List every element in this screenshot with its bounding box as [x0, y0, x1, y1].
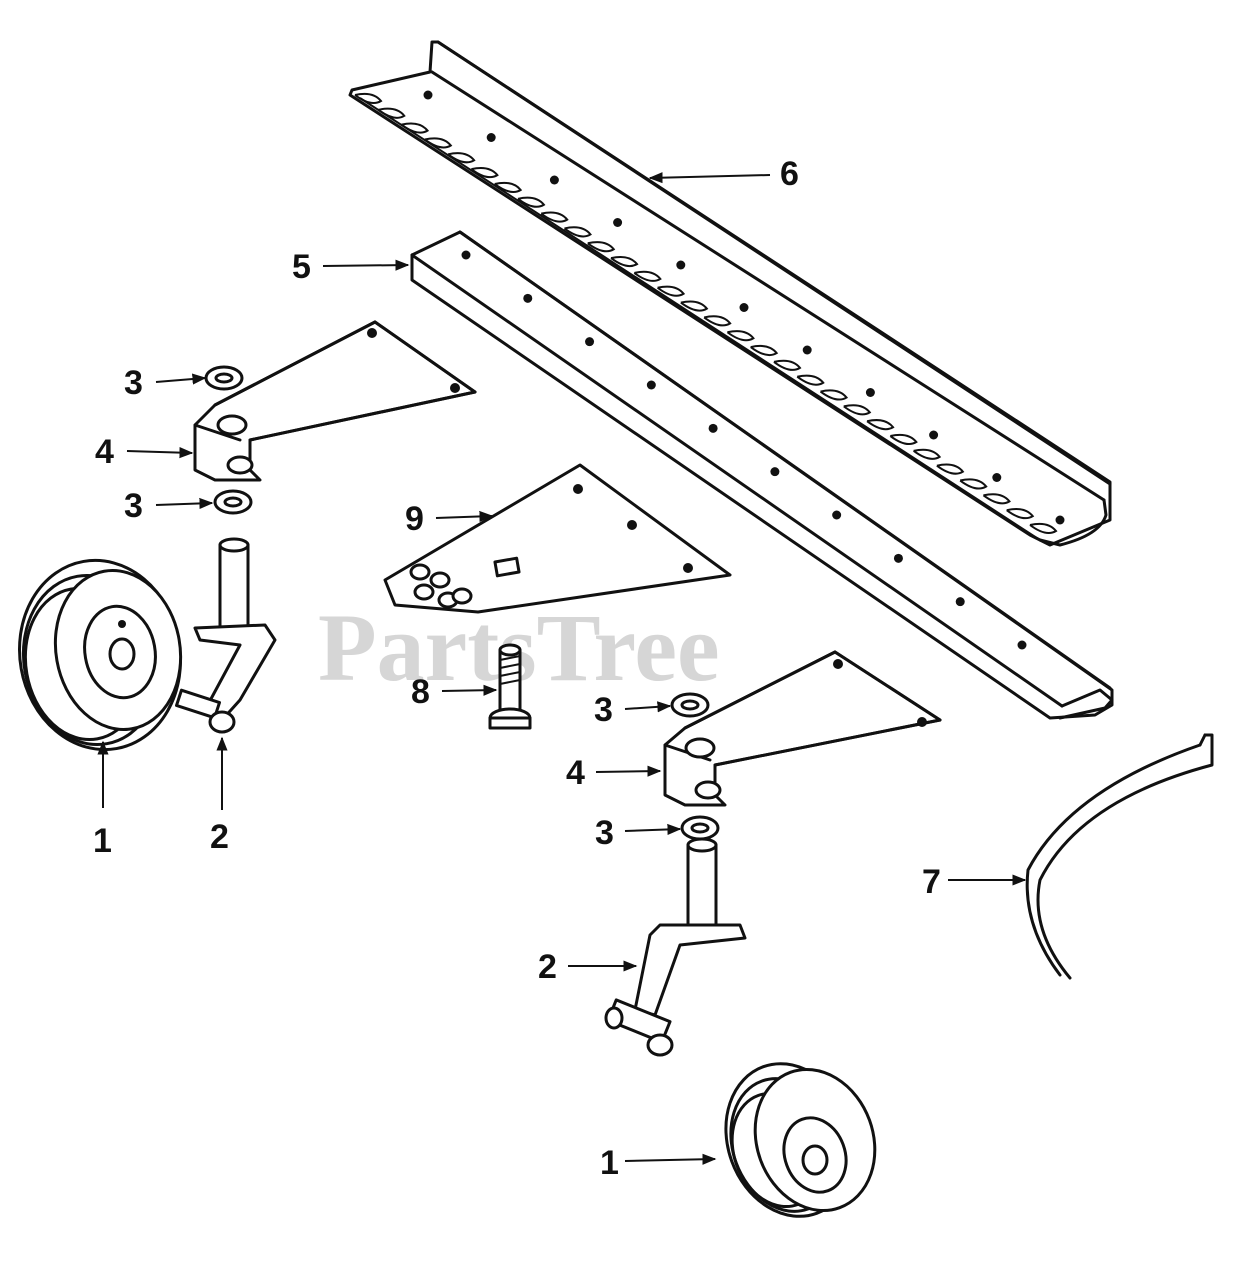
washer-part-3-c — [670, 692, 710, 718]
guard-tooth — [377, 107, 406, 119]
callout-6: 6 — [780, 155, 799, 193]
guard-tooth — [796, 374, 825, 386]
bar-hole — [865, 388, 875, 397]
guard-tooth — [540, 211, 569, 223]
bar-hole — [893, 553, 903, 563]
guard-tooth — [866, 419, 895, 431]
guard-tooth — [726, 330, 755, 342]
guard-tooth — [680, 300, 709, 312]
channel-bar-holes — [461, 250, 1027, 650]
bar-hole — [1017, 640, 1027, 650]
guard-tooth — [633, 270, 662, 282]
callout-3a: 3 — [124, 364, 143, 402]
guard-tooth — [610, 255, 639, 268]
guard-tooth — [959, 478, 988, 490]
guard-tooth — [1006, 508, 1035, 520]
callout-2a: 2 — [210, 818, 229, 856]
spring-tine-part-7 — [1025, 733, 1214, 980]
bar-hole — [802, 345, 812, 355]
bar-hole — [461, 250, 471, 260]
guard-tooth — [424, 137, 453, 149]
guard-tooth — [750, 344, 779, 357]
callout-3c: 3 — [594, 691, 613, 729]
callout-9: 9 — [405, 500, 424, 538]
bar-hole — [929, 430, 939, 440]
guard-bar-part-6 — [348, 40, 1112, 547]
bar-hole — [585, 337, 595, 347]
bar-hole — [676, 260, 686, 270]
guard-tooth — [517, 196, 546, 208]
guard-tooth — [1029, 522, 1058, 534]
callout-8: 8 — [411, 673, 430, 711]
callout-4a: 4 — [95, 433, 114, 471]
washer-part-3-a — [204, 365, 244, 391]
bar-hole — [955, 597, 965, 607]
bracket-part-4-lower — [663, 650, 942, 807]
washer-part-3-d — [680, 815, 720, 841]
guard-tooth — [819, 389, 849, 401]
bar-hole — [770, 467, 780, 477]
guard-tooth — [843, 404, 872, 416]
guard-tooth — [936, 463, 965, 475]
guard-tooth — [354, 92, 383, 104]
bar-hole — [486, 133, 496, 142]
plate-part-9 — [383, 463, 732, 614]
guard-tooth — [587, 241, 616, 253]
bar-hole — [739, 303, 749, 312]
leader-lines — [97, 172, 1027, 1165]
guard-tooth — [703, 315, 732, 327]
bar-hole — [992, 473, 1002, 482]
callout-7: 7 — [922, 863, 941, 901]
guard-tooth — [470, 167, 499, 179]
channel-bar-part-5 — [410, 230, 1114, 720]
guard-tooth — [494, 181, 523, 193]
wheel-part-1-b — [724, 1062, 877, 1218]
axle-arm-part-2-b — [604, 837, 747, 1057]
callout-4b: 4 — [566, 754, 585, 792]
bar-hole — [613, 218, 623, 227]
callout-1b: 1 — [600, 1144, 619, 1182]
bar-hole — [832, 510, 842, 520]
callout-3d: 3 — [595, 814, 614, 852]
bar-hole — [523, 293, 533, 303]
callout-5: 5 — [292, 248, 311, 286]
washer-part-3-b — [213, 489, 253, 515]
bar-hole — [646, 380, 656, 390]
guard-tooth — [563, 226, 592, 238]
callout-1a: 1 — [93, 822, 112, 860]
guard-tooth — [889, 433, 918, 446]
callout-2b: 2 — [538, 948, 557, 986]
guard-tooth — [913, 448, 942, 460]
callout-labels: 6 5 3 4 3 9 8 1 2 3 4 3 7 2 1 — [93, 155, 941, 1182]
guard-tooth — [656, 285, 686, 297]
bolt-part-8 — [488, 643, 532, 730]
guard-tooth — [400, 122, 430, 134]
guard-bar-holes — [423, 90, 1065, 525]
guard-tooth — [447, 152, 476, 164]
guard-tooth — [773, 359, 802, 371]
bar-hole — [549, 175, 559, 185]
guard-teeth — [354, 92, 1058, 534]
bar-hole — [1055, 515, 1065, 525]
callout-3b: 3 — [124, 487, 143, 525]
axle-arm-part-2-a — [175, 537, 277, 734]
bar-hole — [708, 423, 718, 433]
wheel-part-1-a — [18, 558, 183, 752]
bar-hole — [423, 90, 433, 100]
bracket-part-4-upper — [193, 320, 477, 482]
guard-tooth — [982, 493, 1011, 505]
